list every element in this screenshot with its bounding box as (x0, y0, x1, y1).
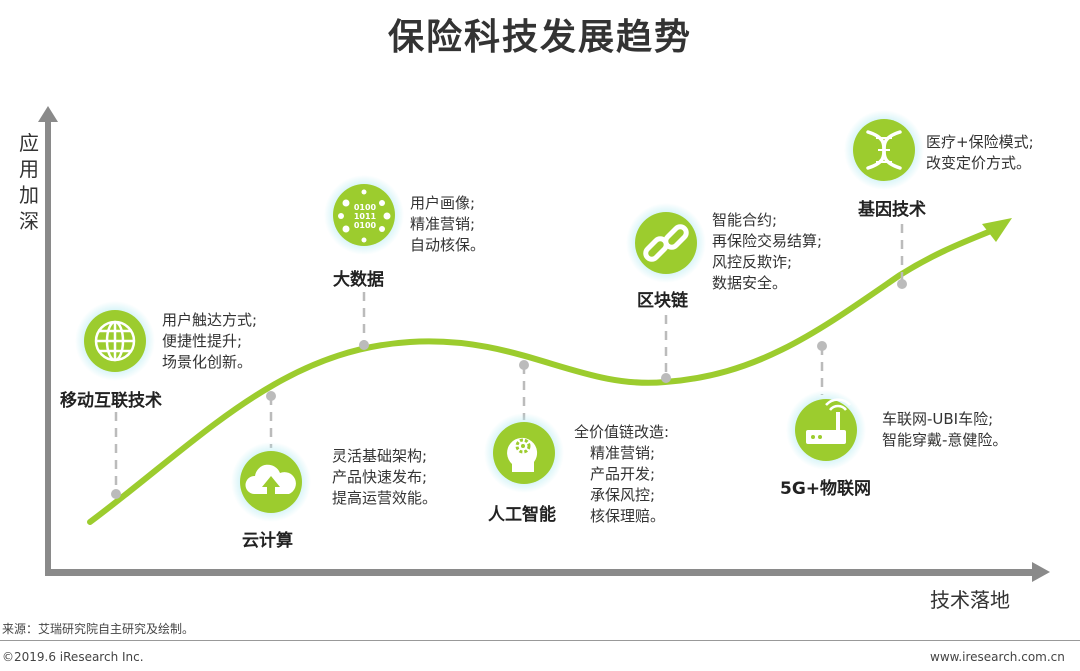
page-title: 保险科技发展趋势 (387, 17, 692, 58)
desc-gene: 医疗+保险模式; 改变定价方式。 (926, 132, 1034, 174)
desc-line: 自动核保。 (410, 236, 486, 254)
svg-text:1011: 1011 (354, 212, 377, 221)
svg-text:0100: 0100 (354, 221, 377, 230)
node-label-cloud: 云计算 (242, 531, 293, 551)
dna-icon (844, 110, 924, 190)
node-label-blockchain: 区块链 (637, 291, 688, 311)
node-label-ai: 人工智能 (488, 505, 556, 525)
y-axis (45, 118, 51, 576)
desc-line: 核保理赔。 (590, 507, 666, 525)
desc-ai: 全价值链改造: 精准营销; 产品开发; 承保风控; 核保理赔。 (574, 422, 669, 527)
x-axis-label: 技术落地 (930, 588, 1010, 612)
desc-line: 承保风控; (590, 486, 656, 504)
binary-data-icon: 0100 1011 0100 (324, 175, 404, 255)
desc-line: 风控反欺诈; (712, 253, 793, 271)
chain-link-icon (626, 203, 706, 283)
node-dot (111, 489, 121, 499)
desc-line: 产品快速发布; (332, 468, 428, 486)
globe-icon (75, 301, 155, 381)
node-dot (817, 341, 827, 351)
node-dot (661, 373, 671, 383)
footer-divider (0, 640, 1080, 641)
website-link[interactable]: www.iresearch.com.cn (930, 650, 1065, 664)
trend-arrow (982, 218, 1012, 242)
y-axis-label: 应用加深 (19, 131, 39, 233)
node-label-5g: 5G+物联网 (780, 479, 872, 499)
cloud-upload-icon (231, 442, 311, 522)
desc-blockchain: 智能合约; 再保险交易结算; 风控反欺诈; 数据安全。 (712, 210, 822, 294)
x-axis (45, 569, 1035, 576)
desc-5g: 车联网-UBI车险; 智能穿戴-意健险。 (882, 409, 1007, 451)
desc-line: 改变定价方式。 (926, 154, 1032, 172)
desc-line: 精准营销; (410, 215, 476, 233)
y-axis-arrow (38, 106, 58, 122)
node-label-mobile: 移动互联技术 (60, 391, 162, 411)
desc-cloud: 灵活基础架构; 产品快速发布; 提高运营效能。 (332, 446, 437, 509)
copyright: ©2019.6 iResearch Inc. (2, 650, 144, 664)
node-dot (519, 360, 529, 370)
x-axis-arrow (1032, 562, 1050, 582)
desc-line: 智能穿戴-意健险。 (882, 431, 1008, 449)
desc-title: 全价值链改造: (574, 423, 670, 441)
node-label-gene: 基因技术 (858, 200, 926, 220)
node-dot (266, 391, 276, 401)
node-label-bigdata: 大数据 (333, 270, 384, 290)
desc-line: 便捷性提升; (162, 332, 243, 350)
desc-line: 灵活基础架构; (332, 447, 428, 465)
svg-text:0100: 0100 (354, 203, 377, 212)
desc-line: 数据安全。 (712, 274, 788, 292)
desc-line: 提高运营效能。 (332, 489, 438, 507)
desc-mobile: 用户触达方式; 便捷性提升; 场景化创新。 (162, 310, 257, 373)
desc-line: 精准营销; (590, 444, 656, 462)
desc-line: 用户画像; (410, 194, 476, 212)
desc-line: 用户触达方式; (162, 311, 258, 329)
trend-curve (87, 225, 1001, 525)
desc-line: 医疗+保险模式; (926, 133, 1034, 151)
head-gear-icon (484, 413, 564, 493)
desc-line: 智能合约; (712, 211, 778, 229)
desc-bigdata: 用户画像; 精准营销; 自动核保。 (410, 193, 485, 256)
router-icon (786, 390, 866, 470)
desc-line: 车联网-UBI车险; (882, 410, 994, 428)
node-dot (897, 279, 907, 289)
source-note: 来源：艾瑞研究院自主研究及绘制。 (2, 622, 195, 636)
desc-line: 再保险交易结算; (712, 232, 823, 250)
desc-line: 产品开发; (590, 465, 656, 483)
node-dot (359, 340, 369, 350)
desc-line: 场景化创新。 (162, 353, 253, 371)
